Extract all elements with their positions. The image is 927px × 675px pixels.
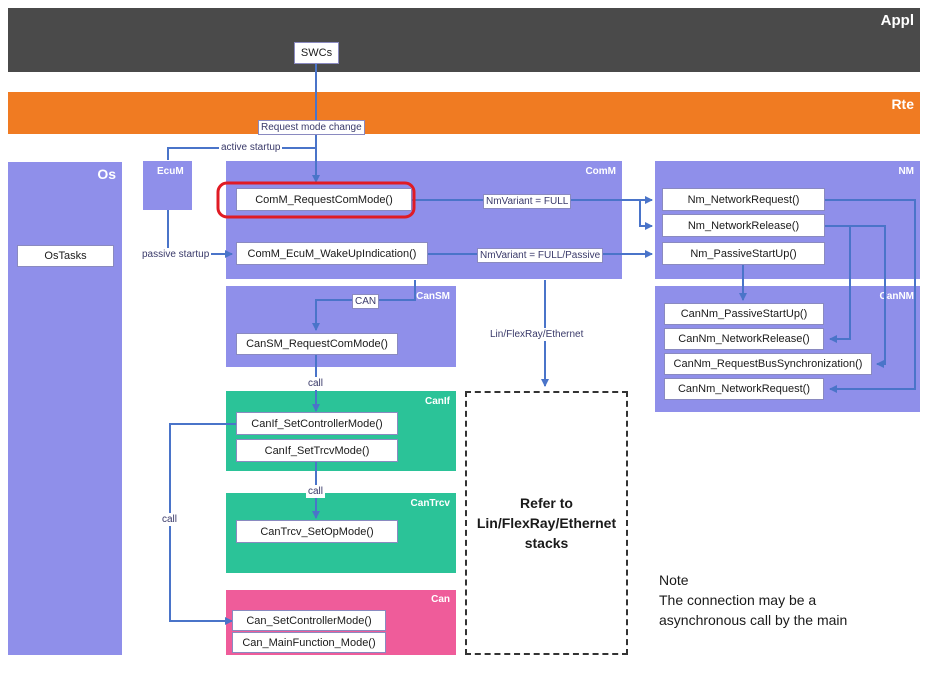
refer-box: Refer to Lin/FlexRay/Ethernet stacks (465, 391, 628, 655)
ecum-module: EcuM (143, 161, 192, 210)
note: Note The connection may be a asynchronou… (659, 570, 899, 630)
canif-ctrl-box[interactable]: CanIf_SetControllerMode() (236, 412, 398, 435)
nm-request-box[interactable]: Nm_NetworkRequest() (662, 188, 825, 211)
cannm-release-box[interactable]: CanNm_NetworkRelease() (664, 328, 824, 350)
nm-passive-box[interactable]: Nm_PassiveStartUp() (662, 242, 825, 265)
rte-title: Rte (891, 96, 914, 112)
refer-line-3: stacks (524, 535, 569, 551)
canif-trcv-box[interactable]: CanIf_SetTrcvMode() (236, 439, 398, 462)
call-label-canif: call (306, 485, 326, 498)
cannm-passive-box[interactable]: CanNm_PassiveStartUp() (664, 303, 824, 325)
can-ctrl-box[interactable]: Can_SetControllerMode() (232, 610, 386, 631)
nmvariant-full-label: NmVariant = FULL (483, 194, 572, 209)
active-startup-label: active startup (219, 141, 283, 154)
cantrcv-op-box[interactable]: CanTrcv_SetOpMode() (236, 520, 398, 543)
refer-line-1: Refer to (520, 495, 573, 511)
os-title: Os (97, 166, 116, 182)
canif-title: CanIf (425, 396, 450, 407)
can-title: Can (431, 594, 450, 605)
cannm-bussync-box[interactable]: CanNm_RequestBusSynchronization() (664, 353, 872, 375)
call-label-can: call (160, 513, 180, 526)
appl-layer: Appl (8, 8, 920, 72)
note-title: Note (659, 572, 689, 588)
lin-flexray-eth-label: Lin/FlexRay/Ethernet (488, 328, 586, 341)
can-label: CAN (352, 294, 380, 309)
nmvariant-full-passive-label: NmVariant = FULL/Passive (477, 248, 604, 263)
note-line-1: The connection may be a (659, 592, 817, 608)
appl-title: Appl (880, 12, 914, 29)
passive-startup-label: passive startup (140, 248, 212, 261)
note-line-2: asynchronous call by the main (659, 612, 848, 628)
ecum-title: EcuM (157, 166, 184, 177)
swcs-box[interactable]: SWCs (294, 42, 339, 64)
cansm-title: CanSM (416, 291, 450, 302)
request-mode-change-label: Request mode change (258, 120, 365, 135)
cansm-request-box[interactable]: CanSM_RequestComMode() (236, 333, 398, 355)
refer-line-2: Lin/FlexRay/Ethernet (476, 515, 617, 531)
ostasks-box[interactable]: OsTasks (17, 245, 114, 267)
comm-title: ComM (585, 166, 616, 177)
nm-release-box[interactable]: Nm_NetworkRelease() (662, 214, 825, 237)
comm-request-box[interactable]: ComM_RequestComMode() (236, 188, 412, 211)
nm-title: NM (898, 166, 914, 177)
comm-wakeup-box[interactable]: ComM_EcuM_WakeUpIndication() (236, 242, 428, 265)
os-layer: Os (8, 162, 122, 655)
can-main-box[interactable]: Can_MainFunction_Mode() (232, 632, 386, 653)
call-label-cansm: call (306, 377, 326, 390)
cannm-title: CanNM (879, 291, 914, 302)
cannm-request-box[interactable]: CanNm_NetworkRequest() (664, 378, 824, 400)
highlight-ring (216, 181, 416, 219)
cantrcv-title: CanTrcv (410, 498, 450, 509)
rte-layer: Rte (8, 92, 920, 134)
